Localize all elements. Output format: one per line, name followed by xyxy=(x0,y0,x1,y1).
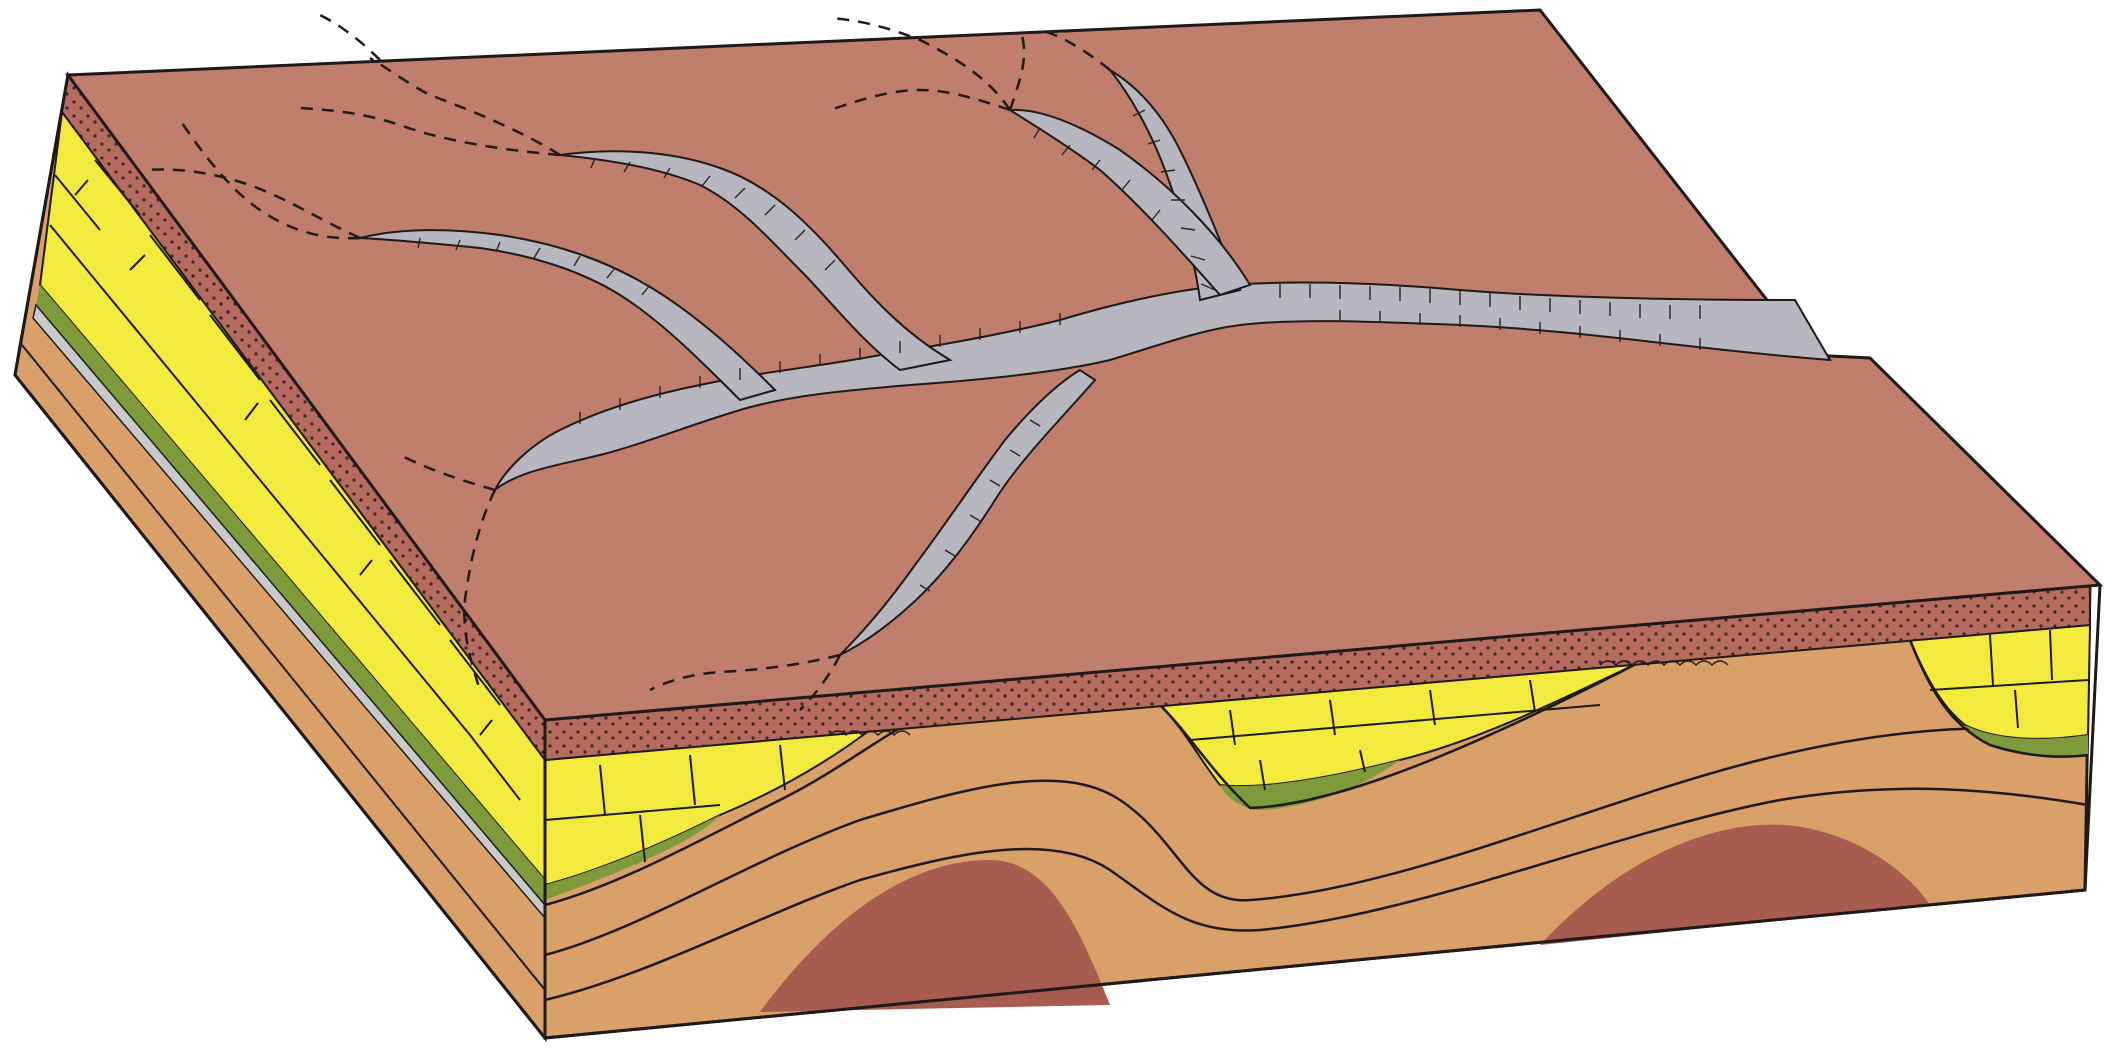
block-diagram xyxy=(0,0,2114,1048)
